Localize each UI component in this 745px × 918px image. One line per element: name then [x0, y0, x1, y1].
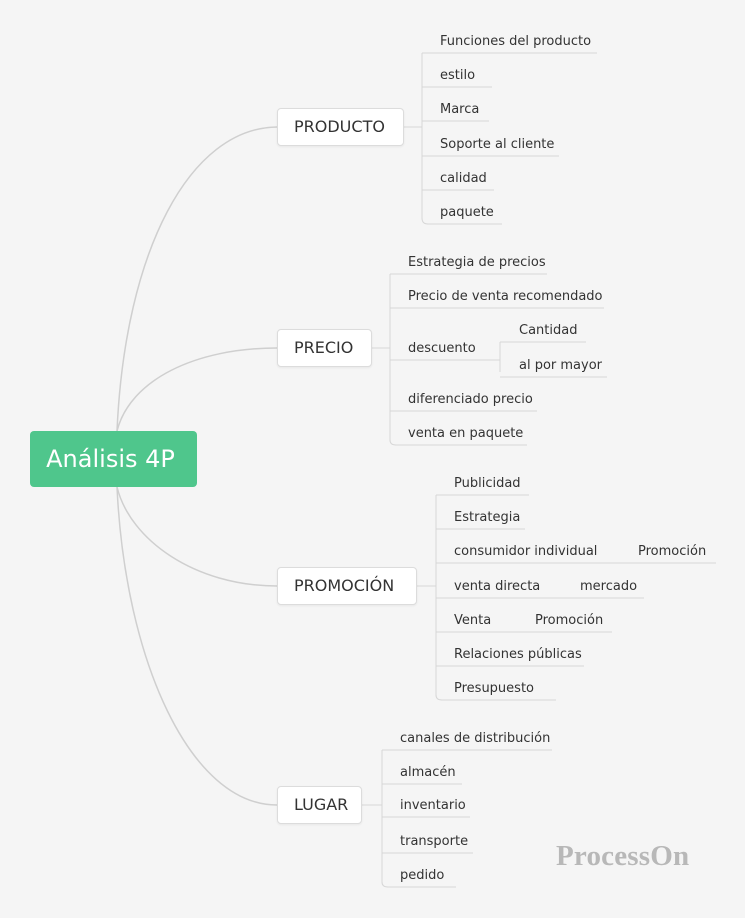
root-label: Análisis 4P: [46, 445, 175, 473]
subleaf-node[interactable]: mercado: [580, 579, 638, 594]
leaf-node[interactable]: pedido: [400, 868, 445, 883]
leaf-node[interactable]: paquete: [440, 205, 494, 220]
leaf-node[interactable]: diferenciado precio: [408, 392, 533, 407]
root-node[interactable]: Análisis 4P: [30, 431, 197, 487]
leaf-node[interactable]: canales de distribución: [400, 731, 551, 746]
leaf-node[interactable]: Relaciones públicas: [454, 647, 582, 662]
leaf-node[interactable]: Estrategia de precios: [408, 255, 546, 270]
leaf-node[interactable]: inventario: [400, 798, 466, 813]
processon-watermark: ProcessOn: [556, 840, 690, 872]
leaf-node[interactable]: Venta: [454, 613, 492, 628]
leaf-node[interactable]: Funciones del producto: [440, 34, 592, 49]
leaf-node[interactable]: venta en paquete: [408, 426, 524, 441]
branch-label: LUGAR: [294, 795, 349, 814]
branch-label: PROMOCIÓN: [294, 576, 395, 595]
leaf-node[interactable]: consumidor individual: [454, 544, 598, 559]
leaf-node[interactable]: Publicidad: [454, 476, 521, 491]
leaf-node[interactable]: Soporte al cliente: [440, 137, 555, 152]
branch-promocion[interactable]: PROMOCIÓN: [277, 567, 417, 605]
subleaf-node[interactable]: Promoción: [535, 613, 604, 628]
leaf-node[interactable]: descuento: [408, 341, 476, 356]
branch-precio[interactable]: PRECIO: [277, 329, 372, 367]
subleaf-node[interactable]: Promoción: [638, 544, 707, 559]
branch-label: PRECIO: [294, 338, 354, 357]
leaf-node[interactable]: Estrategia: [454, 510, 521, 525]
subleaf-node[interactable]: al por mayor: [519, 358, 603, 373]
leaf-node[interactable]: calidad: [440, 171, 487, 186]
leaf-node[interactable]: estilo: [440, 68, 476, 83]
subleaf-node[interactable]: Cantidad: [519, 323, 578, 338]
leaf-node[interactable]: Presupuesto: [454, 681, 534, 696]
leaf-node[interactable]: almacén: [400, 765, 456, 780]
leaf-node[interactable]: transporte: [400, 834, 469, 849]
leaf-node[interactable]: Precio de venta recomendado: [408, 289, 603, 304]
leaf-node[interactable]: Marca: [440, 102, 480, 117]
branch-lugar[interactable]: LUGAR: [277, 786, 362, 824]
leaf-node[interactable]: venta directa: [454, 579, 541, 594]
branch-producto[interactable]: PRODUCTO: [277, 108, 404, 146]
branch-label: PRODUCTO: [294, 117, 385, 136]
